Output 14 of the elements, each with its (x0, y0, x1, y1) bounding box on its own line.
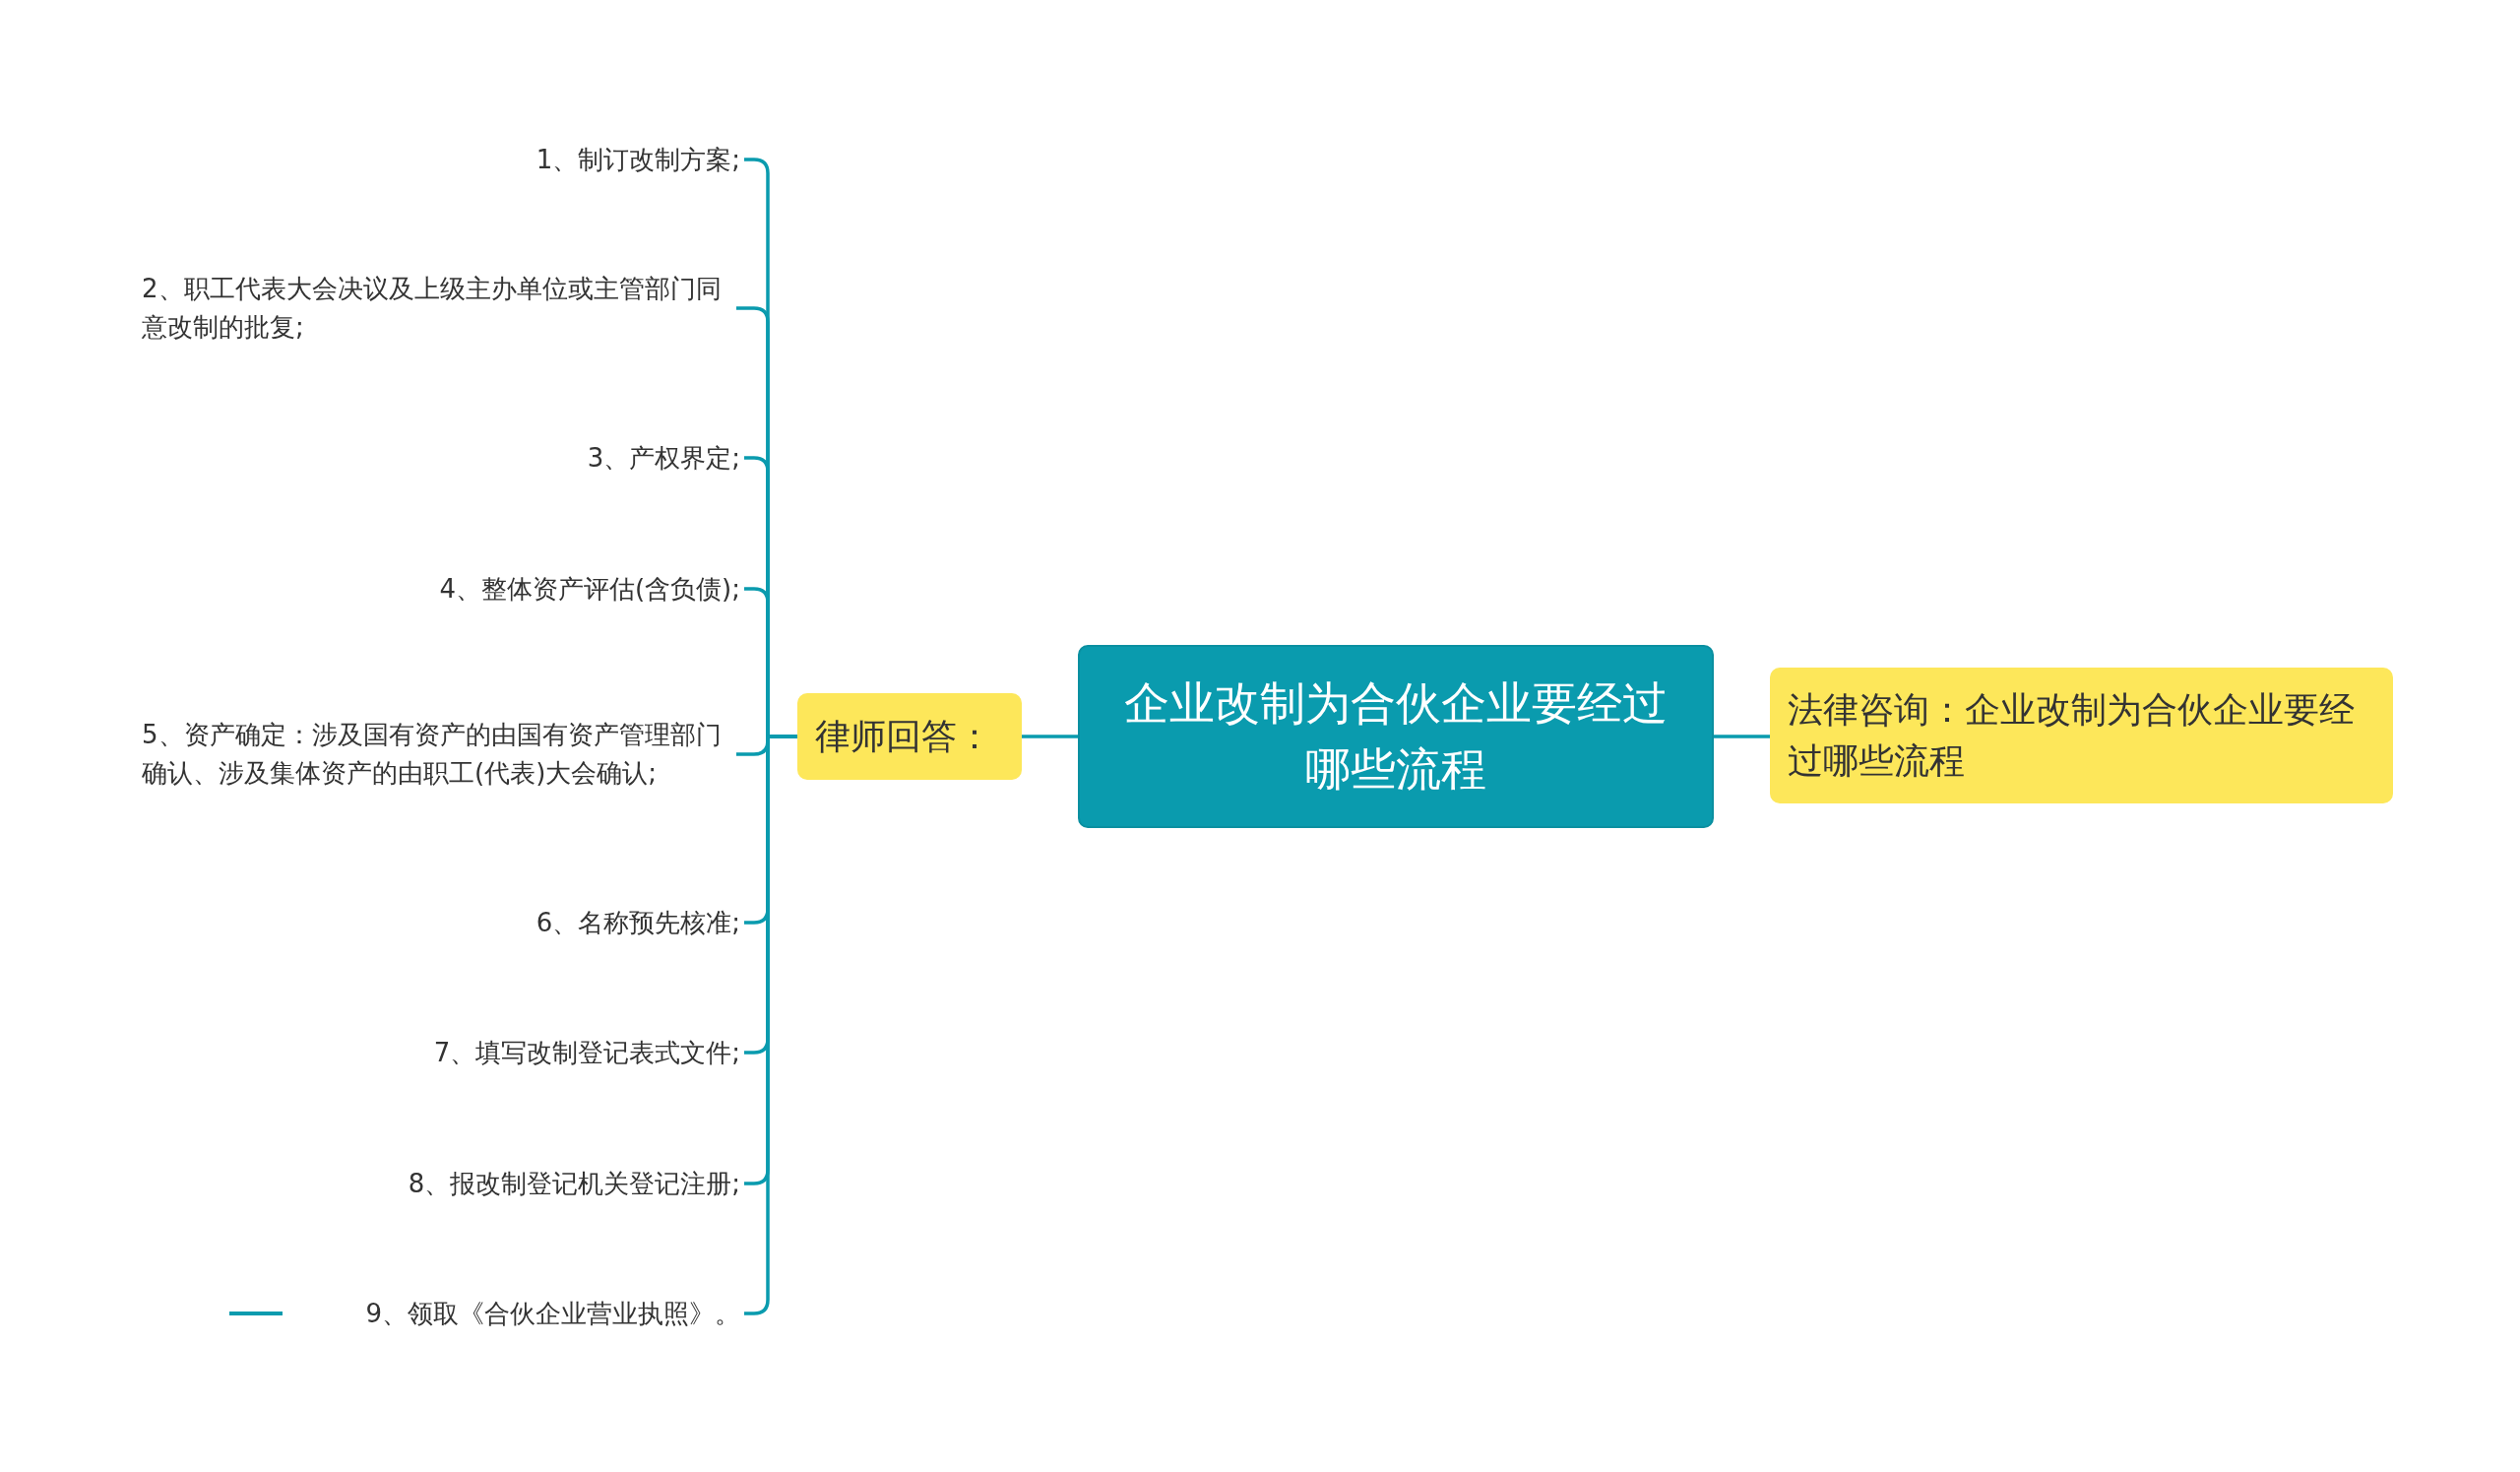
branch-box: 律师回答： (797, 693, 1022, 780)
topic-box: 企业改制为合伙企业要经过哪些流程 (1078, 645, 1714, 828)
step-text: 4、整体资产评估(含负债); (439, 569, 740, 608)
step-text: 7、填写改制登记表式文件; (433, 1033, 740, 1072)
step-text: 5、资产确定：涉及国有资产的由国有资产管理部门确认、涉及集体资产的由职工(代表)大会确认; (142, 716, 732, 793)
step-text: 9、领取《合伙企业营业执照》。 (365, 1294, 740, 1333)
step-text: 8、报改制登记机关登记注册; (408, 1164, 740, 1203)
step-text: 6、名称预先核准; (536, 903, 740, 942)
step-text: 3、产权界定; (587, 438, 740, 478)
step-text: 2、职工代表大会决议及上级主办单位或主管部门同意改制的批复; (142, 270, 732, 347)
connector-line (1714, 735, 1770, 738)
branch-box: 法律咨询：企业改制为合伙企业要经过哪些流程 (1770, 668, 2393, 803)
connector-line (1022, 735, 1078, 738)
step-text: 1、制订改制方案; (536, 140, 740, 179)
